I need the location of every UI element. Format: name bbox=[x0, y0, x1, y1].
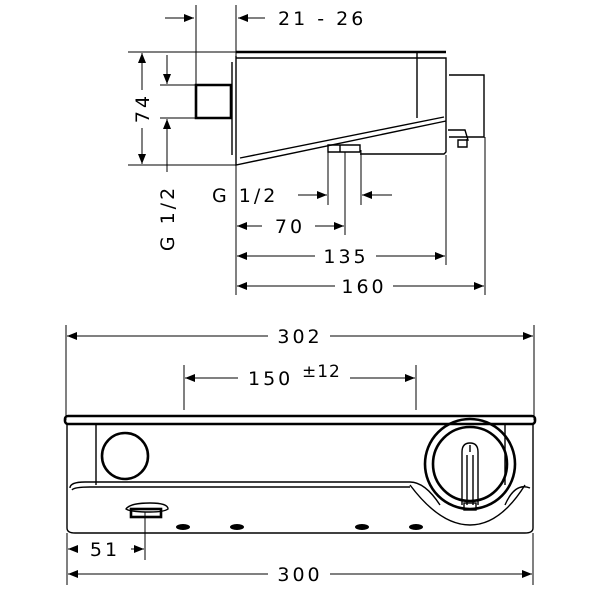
dim-wall-depth-label: 21 - 26 bbox=[278, 8, 366, 30]
dim-body-depth-label: 135 bbox=[323, 246, 368, 268]
front-view: 302 150 ±12 51 300 bbox=[63, 325, 537, 586]
dim-total-depth-label: 160 bbox=[341, 276, 386, 298]
dim-outlet-distance-label: 70 bbox=[275, 216, 305, 238]
dimension-lines-front bbox=[65, 325, 535, 585]
dim-height-label: 74 bbox=[132, 93, 154, 123]
diverter-button[interactable] bbox=[100, 431, 150, 481]
side-view: 21 - 26 74 G 1/2 G 1/2 70 135 160 bbox=[128, 5, 486, 298]
dim-left-connection-label: G 1/2 bbox=[157, 185, 179, 251]
outlet-connection bbox=[125, 502, 169, 519]
side-view-body bbox=[194, 50, 485, 166]
thermostat-knob[interactable] bbox=[423, 417, 517, 511]
dim-total-width-bottom-label: 300 bbox=[277, 564, 322, 586]
dim-connection-spacing-label: 150 bbox=[248, 368, 293, 390]
dimension-lines bbox=[128, 5, 486, 295]
dim-outlet-thread-label: G 1/2 bbox=[212, 185, 278, 207]
mounting-holes bbox=[176, 524, 423, 530]
front-view-body bbox=[63, 414, 537, 534]
dim-outlet-offset-label: 51 bbox=[90, 539, 120, 561]
dim-connection-tolerance-label: ±12 bbox=[302, 362, 341, 382]
dim-total-width-top-label: 302 bbox=[277, 326, 322, 348]
